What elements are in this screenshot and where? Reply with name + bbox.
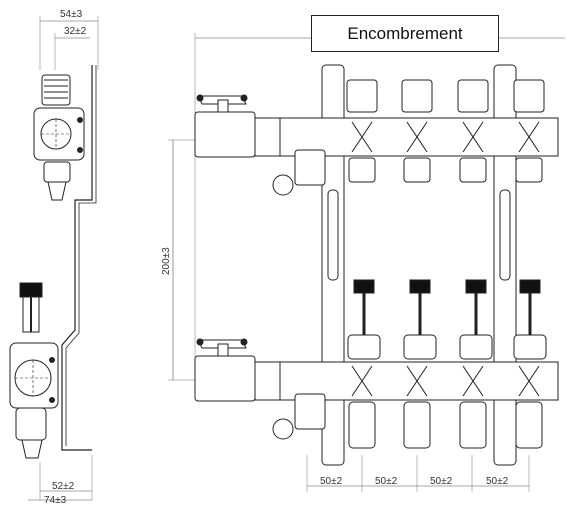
- top-valve-heads: [346, 79, 545, 183]
- dim-offset-top: 32±2: [64, 26, 87, 37]
- dim-spacing-1: 50±2: [320, 476, 343, 487]
- dim-spacing-2: 50±2: [375, 476, 398, 487]
- dim-spacing-3: 50±2: [430, 476, 453, 487]
- dim-width-top: 54±3: [60, 9, 83, 20]
- bottom-flow-meters: [347, 279, 547, 449]
- front-view: [168, 33, 565, 492]
- side-view: [9, 16, 99, 501]
- dim-width-bottom: 74±3: [44, 495, 67, 506]
- dim-height: 200±3: [161, 247, 172, 275]
- dim-offset-bottom: 52±2: [52, 481, 75, 492]
- title-label: Encombrement: [311, 15, 499, 52]
- dim-spacing-4: 50±2: [486, 476, 509, 487]
